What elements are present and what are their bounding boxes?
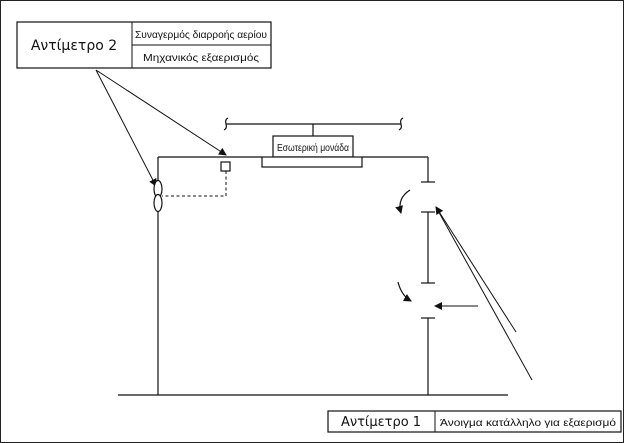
countermeasure-2-label: Αντίμετρο 2 <box>31 38 117 54</box>
indoor-unit-label: Εσωτερική μονάδα <box>277 142 349 154</box>
indoor-unit-panel <box>261 156 363 168</box>
pipe-break-right <box>398 117 404 131</box>
pointer-to-fan <box>95 69 157 187</box>
fan-blade-lower <box>153 193 163 213</box>
pipe-break-left <box>223 117 229 131</box>
right-wall <box>421 157 435 395</box>
gas-sensor-icon <box>220 161 231 172</box>
mechanical-ventilation-label: Μηχανικός εξαερισμός <box>143 52 259 64</box>
countermeasure-1-table: Αντίμετρο 1 Άνοιγμα κατάλληλο για εξαερι… <box>327 410 622 433</box>
sensor-wiring <box>162 171 227 197</box>
pointer-to-sensor <box>95 69 227 156</box>
room-outline <box>118 156 508 396</box>
airflow-arrow-icon <box>397 281 412 302</box>
refrigerant-pipes <box>223 117 404 136</box>
fan-icon <box>153 179 163 213</box>
gas-leak-alarm-label: Συναγερμός διαρροής αερίου <box>135 29 267 41</box>
pointer-line-lower <box>435 206 533 381</box>
airflow-arrow-icon <box>395 189 411 214</box>
countermeasure-1-label: Αντίμετρο 1 <box>341 415 421 430</box>
countermeasure-2-table: Αντίμετρο 2 Συναγερμός διαρροής αερίου Μ… <box>16 21 272 69</box>
indoor-unit: Εσωτερική μονάδα <box>261 135 363 168</box>
countermeasure-1-border <box>327 410 622 433</box>
ventilation-opening-label: Άνοιγμα κατάλληλο για εξαερισμό <box>440 417 616 429</box>
pointer-to-upper-opening <box>435 206 517 333</box>
